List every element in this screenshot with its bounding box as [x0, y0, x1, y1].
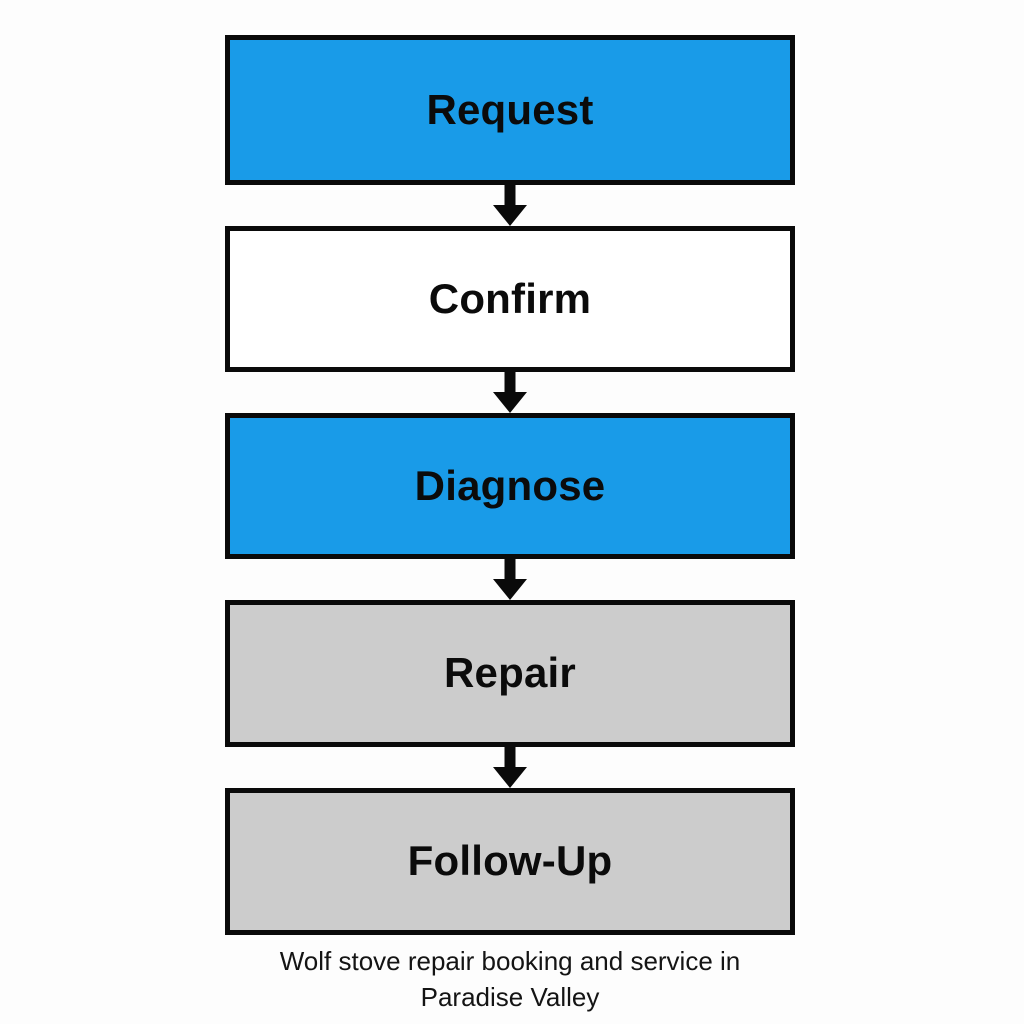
- flow-node-label: Diagnose: [414, 461, 606, 509]
- arrow-down-icon: [493, 747, 527, 788]
- flow-node-label: Repair: [444, 649, 576, 697]
- flowchart-node-stack: Request Confirm Diagnose: [225, 35, 795, 935]
- caption-line-2: Paradise Valley: [420, 981, 600, 1012]
- arrow-head: [493, 579, 527, 600]
- flow-node-label: Confirm: [428, 274, 592, 322]
- flow-node-repair[interactable]: Repair: [225, 600, 795, 747]
- arrow-stem: [504, 185, 516, 207]
- flow-node-followup[interactable]: Follow-Up: [225, 788, 795, 935]
- flow-connector-diagnose-to-repair: [225, 559, 795, 600]
- arrow-down-icon: [493, 185, 527, 226]
- arrow-down-icon: [493, 372, 527, 413]
- arrow-head: [493, 767, 527, 788]
- arrow-head: [493, 392, 527, 413]
- flow-node-request[interactable]: Request: [225, 35, 795, 185]
- flow-connector-confirm-to-diagnose: [225, 372, 795, 413]
- flow-connector-repair-to-followup: [225, 747, 795, 788]
- arrow-stem: [504, 372, 516, 394]
- diagram-caption: Wolf stove repair booking and service in…: [225, 944, 795, 1016]
- arrow-down-icon: [493, 559, 527, 600]
- flow-node-diagnose[interactable]: Diagnose: [225, 413, 795, 559]
- flow-node-confirm[interactable]: Confirm: [225, 226, 795, 372]
- arrow-head: [493, 205, 527, 226]
- arrow-stem: [504, 747, 516, 769]
- flow-node-label: Follow-Up: [407, 837, 613, 885]
- arrow-stem: [504, 559, 516, 581]
- flow-node-label: Request: [426, 85, 594, 133]
- caption-line-1: Wolf stove repair booking and service in: [279, 946, 741, 976]
- flow-connector-request-to-confirm: [225, 185, 795, 226]
